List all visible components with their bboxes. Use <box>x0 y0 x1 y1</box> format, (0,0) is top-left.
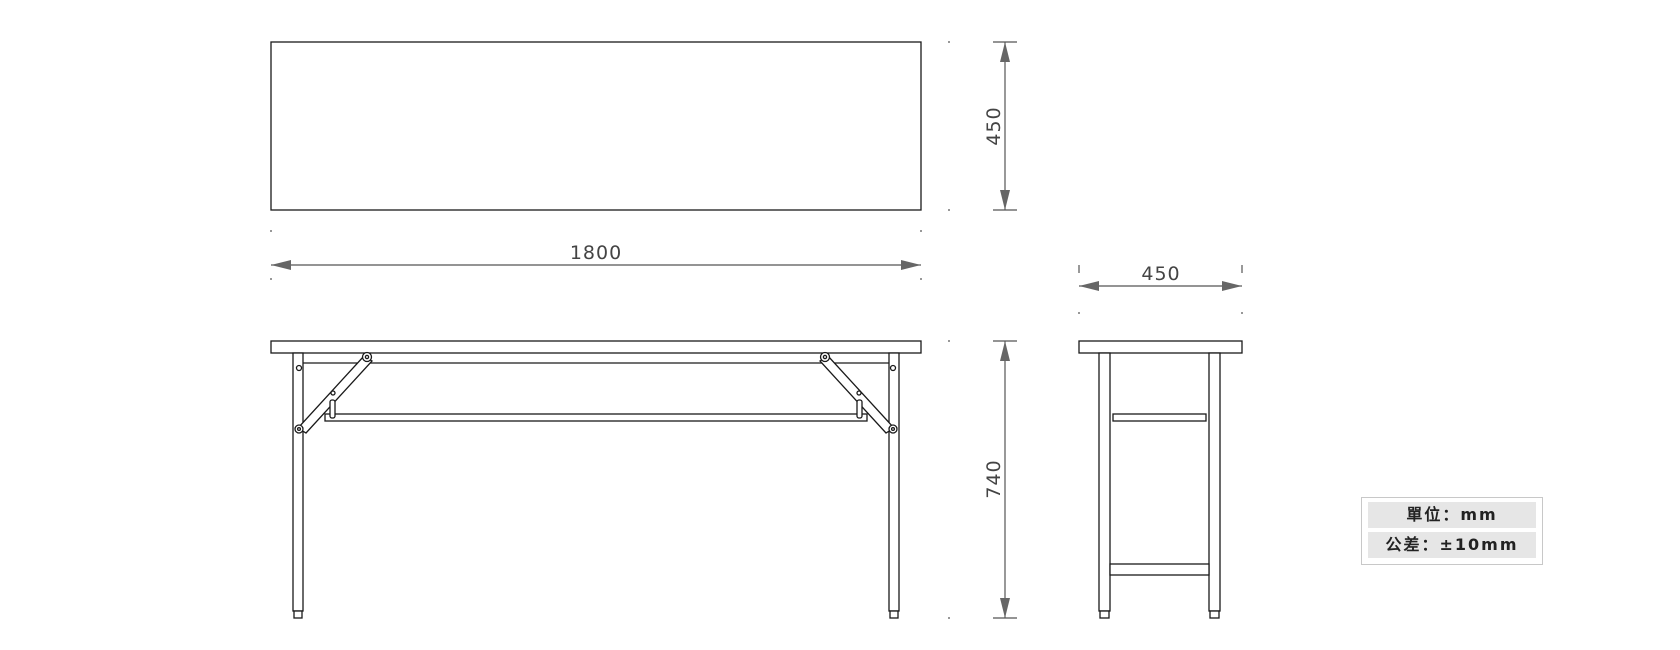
side-back-foot <box>1209 610 1220 619</box>
height-dimension: 740 <box>948 340 1017 619</box>
right-leg-pin <box>888 424 898 434</box>
left-brace-link <box>329 399 336 419</box>
side-bottom-rail <box>1109 563 1210 576</box>
side-stretcher-bar <box>1112 413 1207 422</box>
side-depth-label: 450 <box>1141 263 1180 285</box>
tabletop-plan-outline <box>270 41 922 211</box>
left-hinge-pin <box>361 351 373 363</box>
tabletop-side <box>1078 340 1243 354</box>
tolerance-label: 公差：±10mm <box>1368 532 1536 558</box>
stretcher-bar <box>324 413 868 422</box>
top-view <box>270 41 922 211</box>
right-hinge-pin <box>819 351 831 363</box>
unit-label: 單位：mm <box>1368 502 1536 528</box>
right-brace-link <box>856 399 863 419</box>
left-leg <box>292 352 304 612</box>
top-depth-label: 450 <box>983 106 1005 145</box>
side-view <box>1078 340 1243 619</box>
front-view <box>270 340 922 619</box>
side-front-foot <box>1099 610 1110 619</box>
side-depth-dimension: 450 <box>1078 263 1243 314</box>
left-foot <box>293 610 303 619</box>
length-label: 1800 <box>570 242 622 264</box>
top-depth-dimension: 450 <box>948 41 1017 211</box>
side-back-leg <box>1208 352 1221 612</box>
length-dimension: 1800 <box>270 230 922 280</box>
side-front-leg <box>1098 352 1111 612</box>
units-legend: 單位：mm 公差：±10mm <box>1361 497 1543 565</box>
right-leg <box>888 352 900 612</box>
height-label: 740 <box>983 459 1005 498</box>
tabletop-front <box>270 340 922 354</box>
left-leg-pin <box>294 424 304 434</box>
right-foot <box>889 610 899 619</box>
